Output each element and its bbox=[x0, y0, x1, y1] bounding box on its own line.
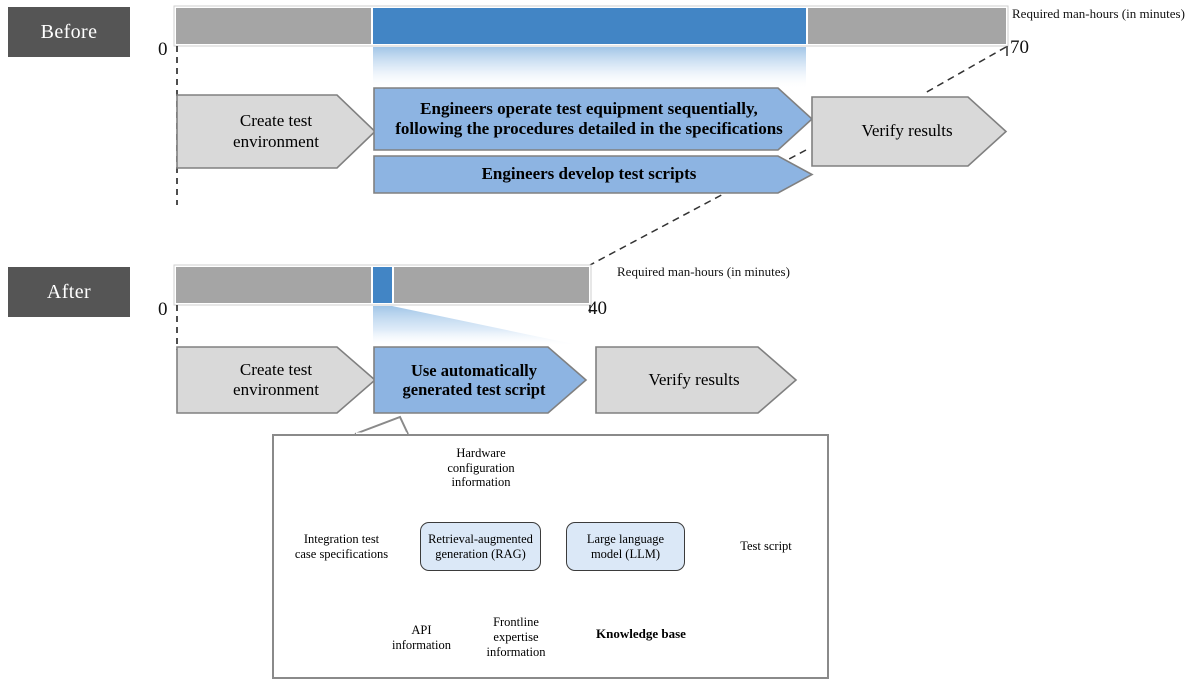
frontline-information-node[interactable]: Frontline expertise information bbox=[466, 613, 566, 662]
after-axis-caption: Required man-hours (in minutes) bbox=[617, 264, 790, 279]
phase-label-before: Before bbox=[8, 7, 130, 57]
llm-line2: model (LLM) bbox=[590, 546, 661, 561]
after-bar-segment-create-env bbox=[176, 267, 371, 303]
after-create-env-line1: Create test bbox=[239, 359, 313, 379]
api-information-label: API information bbox=[388, 623, 455, 653]
before-step-develop-scripts-shape[interactable] bbox=[373, 155, 814, 194]
after-timeline-bar bbox=[173, 264, 592, 306]
after-axis bbox=[176, 305, 591, 350]
before-step-create-environment-label: Create test environment bbox=[223, 111, 329, 151]
after-step-verify-results-label: Verify results bbox=[648, 369, 740, 389]
before-operate-line2: following the procedures detailed in the… bbox=[395, 119, 783, 138]
after-bar-segment-test-work bbox=[373, 267, 392, 303]
llm-node[interactable]: Large language model (LLM) bbox=[566, 522, 685, 571]
before-bar-segment-verify bbox=[808, 8, 1006, 44]
after-step-use-generated-script-label: Use automatically generated test script bbox=[393, 361, 556, 400]
phase-label-after: After bbox=[8, 267, 130, 317]
integration-spec-line1: Integration test bbox=[303, 531, 380, 546]
before-axis-caption: Required man-hours (in minutes) bbox=[1012, 6, 1185, 21]
after-funnel-gradient bbox=[373, 306, 578, 345]
before-step-develop-scripts[interactable]: Engineers develop test scripts bbox=[374, 156, 804, 193]
before-operate-line1: Engineers operate test equipment sequent… bbox=[420, 98, 758, 118]
hardware-config-line2: configuration bbox=[447, 460, 515, 475]
before-step-operate-equipment-shape[interactable] bbox=[373, 87, 814, 151]
before-step-create-environment[interactable]: Create test environment bbox=[177, 95, 375, 168]
before-timeline-bar bbox=[173, 5, 1009, 47]
hardware-config-node[interactable]: Hardware configuration information bbox=[430, 444, 532, 492]
before-step-operate-equipment[interactable]: Engineers operate test equipment sequent… bbox=[374, 88, 804, 150]
after-step-verify-results[interactable]: Verify results bbox=[596, 347, 792, 413]
before-step-verify-results-label: Verify results bbox=[861, 121, 953, 141]
hardware-config-line3: information bbox=[451, 475, 511, 490]
after-step-use-generated-script-shape[interactable] bbox=[373, 346, 588, 414]
before-step-develop-scripts-label: Engineers develop test scripts bbox=[481, 164, 697, 184]
rag-label: Retrieval-augmented generation (RAG) bbox=[424, 532, 537, 562]
rag-line2: generation (RAG) bbox=[435, 546, 526, 561]
frontline-line2: expertise bbox=[493, 630, 539, 645]
before-create-env-line1: Create test bbox=[239, 111, 313, 131]
hardware-config-label: Hardware configuration information bbox=[443, 446, 518, 490]
api-information-node[interactable]: API information bbox=[383, 613, 460, 662]
frontline-line3: information bbox=[486, 644, 546, 659]
integration-spec-line2: case specifications bbox=[294, 546, 389, 561]
callout-pointer bbox=[354, 415, 409, 435]
before-bar-segment-test-work bbox=[373, 8, 806, 44]
after-step-create-environment-label: Create test environment bbox=[223, 360, 329, 400]
after-axis-end-label: 40 bbox=[588, 298, 607, 319]
before-funnel-gradient bbox=[373, 47, 806, 88]
frontline-line1: Frontline bbox=[493, 615, 539, 630]
api-line2: information bbox=[391, 637, 451, 652]
after-axis-start-label: 0 bbox=[158, 299, 168, 320]
before-create-env-line2: environment bbox=[233, 131, 319, 151]
after-use-script-line2: generated test script bbox=[402, 380, 546, 399]
after-create-env-line2: environment bbox=[233, 380, 319, 399]
llm-line1: Large language bbox=[586, 531, 665, 546]
before-step-operate-equipment-label: Engineers operate test equipment sequent… bbox=[385, 99, 793, 139]
after-bar-segment-verify bbox=[394, 267, 589, 303]
knowledge-base-label: Knowledge base bbox=[596, 626, 686, 641]
integration-test-spec-node[interactable]: Integration test case specifications bbox=[287, 522, 396, 571]
before-axis-start-label: 0 bbox=[158, 39, 168, 60]
phase-label-after-text: After bbox=[46, 280, 92, 303]
rag-line1: Retrieval-augmented bbox=[428, 531, 533, 546]
integration-test-spec-label: Integration test case specifications bbox=[291, 532, 392, 562]
test-script-node[interactable]: Test script bbox=[712, 522, 820, 571]
before-step-verify-results-shape[interactable] bbox=[811, 96, 1008, 167]
api-line1: API bbox=[411, 622, 432, 637]
before-axis-end-label: 70 bbox=[1010, 37, 1029, 58]
after-step-use-generated-script[interactable]: Use automatically generated test script bbox=[374, 347, 574, 413]
before-step-create-environment-shape[interactable] bbox=[176, 94, 377, 169]
rag-node[interactable]: Retrieval-augmented generation (RAG) bbox=[420, 522, 541, 571]
after-use-script-line1: Use automatically bbox=[410, 360, 537, 380]
phase-label-before-text: Before bbox=[40, 20, 98, 43]
after-step-create-environment-shape[interactable] bbox=[176, 346, 377, 414]
frontline-information-label: Frontline expertise information bbox=[482, 615, 549, 659]
pipeline-callout-panel bbox=[272, 434, 829, 679]
before-bar-segment-create-env bbox=[176, 8, 371, 44]
before-step-verify-results[interactable]: Verify results bbox=[812, 97, 1002, 166]
after-step-create-environment[interactable]: Create test environment bbox=[177, 347, 375, 413]
hardware-config-line1: Hardware bbox=[456, 445, 506, 460]
llm-label: Large language model (LLM) bbox=[583, 532, 668, 562]
test-script-label: Test script bbox=[740, 539, 792, 554]
after-step-verify-results-shape[interactable] bbox=[595, 346, 798, 414]
